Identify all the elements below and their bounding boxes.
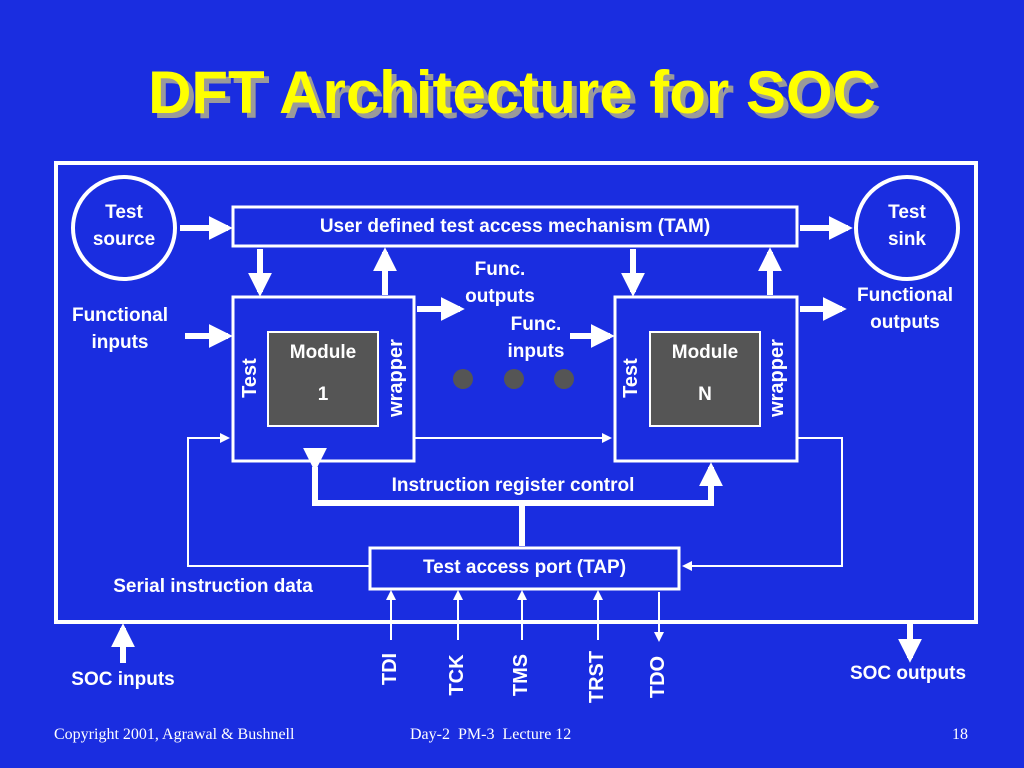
footer-lecture: Day-2 PM-3 Lecture 12 <box>410 726 572 743</box>
tam-label: User defined test access mechanism (TAM) <box>319 216 711 237</box>
wrapper-1-wrapper-label: wrapper <box>385 339 407 417</box>
tms-pin-label: TMS <box>510 653 532 697</box>
module-1-core <box>267 331 379 427</box>
test-source-circle <box>71 175 177 281</box>
tdo-pin-label: TDO <box>647 655 669 699</box>
instruction-register-bus <box>303 447 723 506</box>
soc-boundary <box>54 161 978 624</box>
ellipsis-dot <box>453 369 473 389</box>
ellipsis-dot <box>504 369 524 389</box>
module-n-core <box>649 331 761 427</box>
slide-title: DFT Architecture for SOC <box>148 59 876 126</box>
serial-data-line-left <box>187 433 370 567</box>
serial-data-line-right <box>682 437 843 571</box>
ellipsis-dot <box>554 369 574 389</box>
func-inputs-label: Func.inputs <box>507 314 565 362</box>
footer-copyright: Copyright 2001, Agrawal & Bushnell <box>54 726 295 743</box>
tck-pin-label: TCK <box>446 654 468 696</box>
trst-pin-label: TRST <box>586 650 608 704</box>
wrapper-n-test-label: Test <box>620 358 642 398</box>
tdi-pin-label: TDI <box>379 652 401 686</box>
wrapper-1-test-label: Test <box>239 358 261 398</box>
test-sink-circle <box>854 175 960 281</box>
footer-page-number: 18 <box>952 726 968 743</box>
soc-outputs-label: SOC outputs <box>849 663 967 684</box>
func-outputs-label: Func.outputs <box>465 259 535 307</box>
soc-inputs-label: SOC inputs <box>71 669 175 690</box>
wrapper-n-wrapper-label: wrapper <box>766 339 788 417</box>
tam-box <box>231 205 799 248</box>
instruction-register-label: Instruction register control <box>391 475 635 496</box>
serial-instruction-label: Serial instruction data <box>113 576 313 597</box>
tap-label: Test access port (TAP) <box>422 557 627 578</box>
tap-box <box>368 546 681 591</box>
